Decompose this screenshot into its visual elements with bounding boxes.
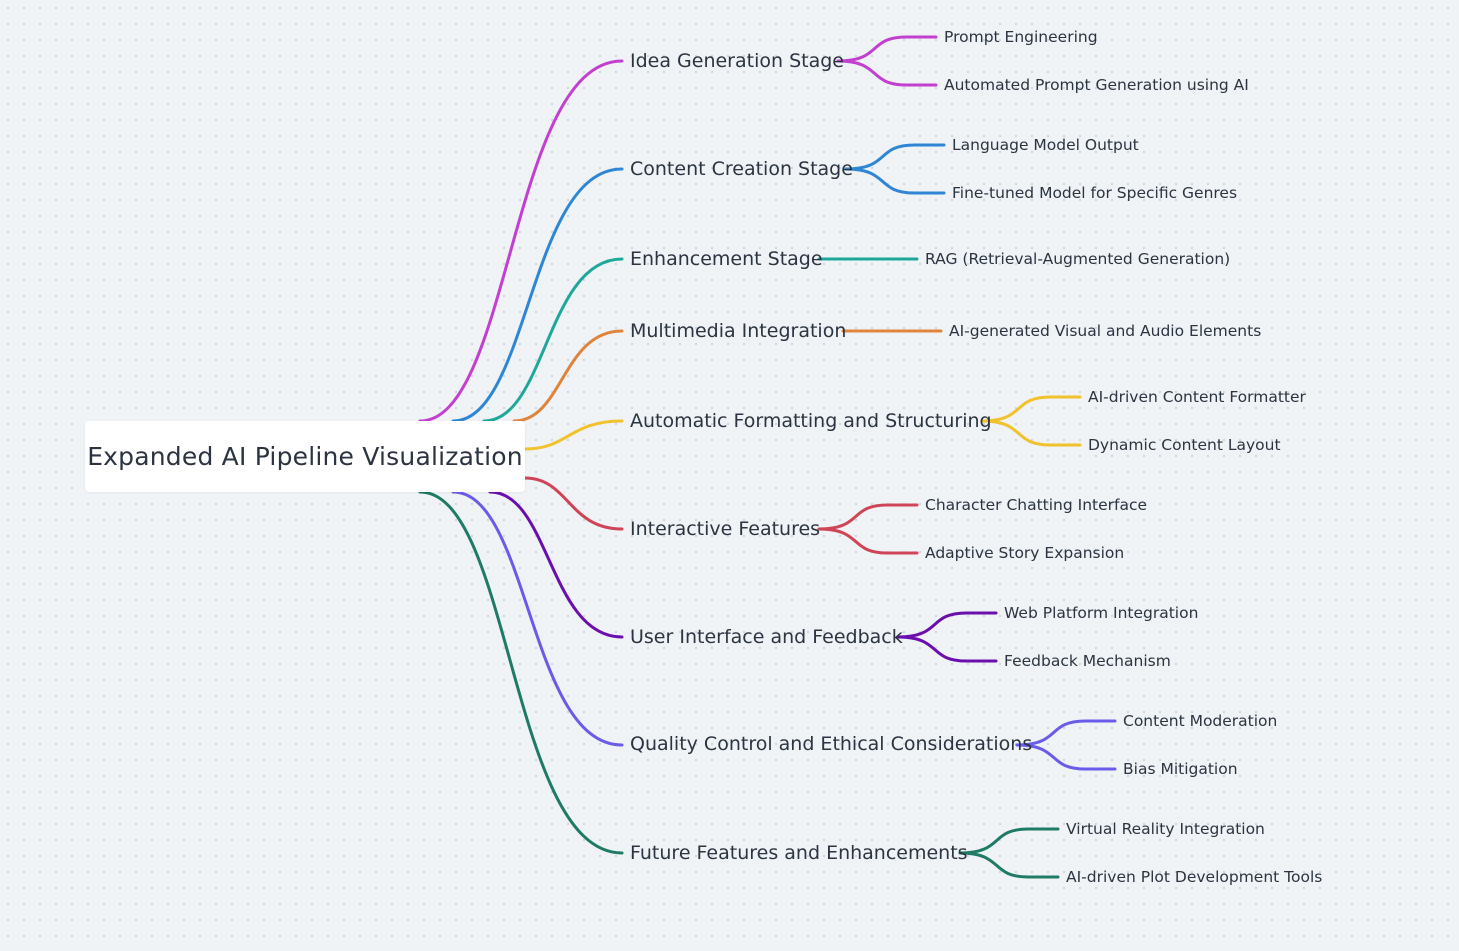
leaf-ai-generated-visual-audio[interactable]: AI-generated Visual and Audio Elements [949, 322, 1262, 340]
leaf-dynamic-content-layout[interactable]: Dynamic Content Layout [1088, 436, 1281, 454]
edge-quality-control-leaf-1 [1015, 743, 1117, 771]
edge-automatic-formatting-leaf-0 [980, 395, 1082, 423]
leaf-character-chatting-interface[interactable]: Character Chatting Interface [925, 496, 1148, 514]
branch-automatic-formatting[interactable]: Automatic Formatting and Structuring [630, 410, 992, 432]
edge-content-creation-leaf-1 [844, 167, 946, 195]
edge-root-to-content-creation [451, 167, 624, 423]
edge-automatic-formatting-leaf-1 [980, 419, 1082, 447]
leaf-adaptive-story-expansion[interactable]: Adaptive Story Expansion [925, 544, 1125, 562]
edge-future-features-leaf-0 [958, 827, 1060, 855]
leaf-ai-driven-plot-development[interactable]: AI-driven Plot Development Tools [1066, 868, 1323, 886]
edge-idea-generation-leaf-0 [836, 35, 938, 63]
branch-quality-control[interactable]: Quality Control and Ethical Consideratio… [630, 733, 1033, 755]
leaf-rag[interactable]: RAG (Retrieval-Augmented Generation) [925, 250, 1231, 268]
branch-interactive-features[interactable]: Interactive Features [630, 518, 821, 540]
edge-root-to-interactive-features [523, 476, 624, 531]
branch-future-features[interactable]: Future Features and Enhancements [630, 842, 968, 864]
branch-idea-generation[interactable]: Idea Generation Stage [630, 50, 844, 72]
edge-content-creation-leaf-0 [844, 143, 946, 171]
branch-content-creation[interactable]: Content Creation Stage [630, 158, 853, 180]
edge-root-to-user-interface-feedback [488, 490, 624, 639]
edge-root-to-idea-generation [418, 59, 624, 423]
edge-root-to-quality-control [451, 490, 624, 747]
leaf-prompt-engineering[interactable]: Prompt Engineering [944, 28, 1098, 46]
branch-user-interface-feedback[interactable]: User Interface and Feedback [630, 626, 903, 648]
edge-user-interface-feedback-leaf-1 [896, 635, 998, 663]
edge-user-interface-feedback-leaf-0 [896, 611, 998, 639]
edge-interactive-features-leaf-1 [817, 527, 919, 555]
edge-root-to-multimedia-integration [512, 329, 624, 423]
leaf-content-moderation[interactable]: Content Moderation [1123, 712, 1278, 730]
leaf-automated-prompt-generation[interactable]: Automated Prompt Generation using AI [944, 76, 1249, 94]
edge-root-to-enhancement [482, 257, 624, 423]
leaf-bias-mitigation[interactable]: Bias Mitigation [1123, 760, 1238, 778]
branch-enhancement[interactable]: Enhancement Stage [630, 248, 823, 270]
edge-idea-generation-leaf-1 [836, 59, 938, 87]
leaf-ai-driven-content-formatter[interactable]: AI-driven Content Formatter [1088, 388, 1306, 406]
root-node[interactable]: Expanded AI Pipeline Visualization [85, 421, 525, 492]
edge-interactive-features-leaf-0 [817, 503, 919, 531]
leaf-language-model-output[interactable]: Language Model Output [952, 136, 1139, 154]
branch-multimedia-integration[interactable]: Multimedia Integration [630, 320, 847, 342]
edge-root-to-automatic-formatting [523, 419, 624, 451]
leaf-fine-tuned-model[interactable]: Fine-tuned Model for Specific Genres [952, 184, 1238, 202]
leaf-web-platform-integration[interactable]: Web Platform Integration [1004, 604, 1199, 622]
leaf-feedback-mechanism[interactable]: Feedback Mechanism [1004, 652, 1171, 670]
edge-future-features-leaf-1 [958, 851, 1060, 879]
edge-root-to-future-features [418, 490, 624, 855]
leaf-virtual-reality-integration[interactable]: Virtual Reality Integration [1066, 820, 1265, 838]
edge-quality-control-leaf-0 [1015, 719, 1117, 747]
